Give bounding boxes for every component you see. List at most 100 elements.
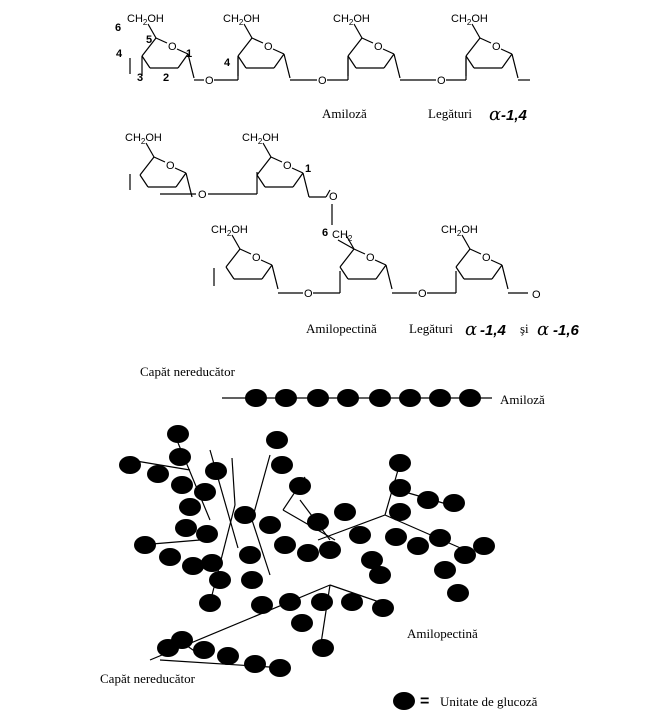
amylose-chain-label: Amiloză xyxy=(500,392,545,407)
bridge-oxygen-atom: O xyxy=(304,288,313,300)
glucose-unit xyxy=(239,546,261,564)
ring-bond xyxy=(261,264,273,280)
ring-bond xyxy=(237,55,247,69)
ch2oh-group-label: CH2OH xyxy=(242,132,279,146)
ring-bond xyxy=(455,266,465,280)
non-reducing-end-label-top: Capăt nereducător xyxy=(140,364,236,379)
ring-bond xyxy=(139,156,155,176)
glucose-ring: O xyxy=(141,23,189,69)
carbon-number-3: 3 xyxy=(137,72,143,84)
glucose-unit xyxy=(159,548,181,566)
amylopectin-branched-tree xyxy=(119,425,495,677)
glucose-unit xyxy=(291,614,313,632)
ch2oh-group-label: CH2OH xyxy=(125,132,162,146)
branch-line xyxy=(251,454,271,521)
glucose-unit xyxy=(157,639,179,657)
glucose-unit xyxy=(179,498,201,516)
glucose-unit xyxy=(389,479,411,497)
ring-bond xyxy=(339,248,355,268)
ring-bond xyxy=(251,37,264,44)
ring-bond xyxy=(347,55,357,69)
glucose-unit xyxy=(337,389,359,407)
ring-bond xyxy=(139,174,149,188)
glucose-unit xyxy=(443,494,465,512)
glucose-unit xyxy=(119,456,141,474)
glycosidic-bond xyxy=(385,264,393,290)
carbon-number-2: 2 xyxy=(163,72,169,84)
ring-bond xyxy=(155,37,168,44)
glucose-unit xyxy=(169,448,191,466)
glucose-unit xyxy=(209,571,231,589)
ch2oh-group-label: CH2OH xyxy=(451,13,488,27)
glucose-unit xyxy=(193,641,215,659)
glucose-unit xyxy=(385,528,407,546)
substituent-bond xyxy=(145,142,155,158)
ring-bond xyxy=(455,248,471,268)
ring-bond xyxy=(469,248,482,255)
glucose-unit xyxy=(147,465,169,483)
amylose-structure-label: Amiloză xyxy=(322,106,367,121)
ring-bond xyxy=(256,156,272,176)
terminal-oxygen-atom: O xyxy=(532,289,541,301)
ring-oxygen-atom: O xyxy=(166,160,175,172)
ring-bond xyxy=(270,156,283,163)
ring-bond xyxy=(176,48,189,55)
ring-bond xyxy=(273,53,285,69)
glucose-unit xyxy=(196,525,218,543)
glucose-unit xyxy=(205,462,227,480)
ring-oxygen-atom: O xyxy=(252,252,261,264)
glucose-unit xyxy=(319,541,341,559)
ring-oxygen-atom: O xyxy=(168,41,177,53)
glycosidic-bond xyxy=(271,264,279,290)
bond-14-label-2: -1,4 xyxy=(480,322,507,339)
ring-bond xyxy=(501,53,513,69)
ring-bond xyxy=(177,53,189,69)
bridge-oxygen-atom: O xyxy=(418,288,427,300)
glucose-unit xyxy=(297,544,319,562)
glucose-unit xyxy=(312,639,334,657)
bond-16-label: -1,6 xyxy=(553,322,580,339)
glucose-unit xyxy=(389,503,411,521)
substituent-bond xyxy=(147,23,157,39)
carbon-number-6-branch: 6 xyxy=(322,227,328,239)
conjunction-label: şi xyxy=(520,321,529,336)
ring-bond xyxy=(374,259,387,266)
glucose-unit xyxy=(334,503,356,521)
substituent-bond xyxy=(262,142,272,158)
bridge-oxygen-atom: O xyxy=(205,75,214,87)
ring-oxygen-atom: O xyxy=(492,41,501,53)
glucose-ring: O xyxy=(339,234,387,280)
glucose-unit xyxy=(447,584,469,602)
ring-bond xyxy=(174,167,187,174)
glucose-unit xyxy=(434,561,456,579)
glucose-unit xyxy=(244,655,266,673)
substituent-bond xyxy=(471,23,481,39)
amylopectin-tree-label: Amilopectină xyxy=(407,626,478,641)
legend-equals-sign: = xyxy=(420,693,429,710)
glucose-unit xyxy=(167,425,189,443)
glucose-unit xyxy=(307,389,329,407)
ring-oxygen-atom: O xyxy=(283,160,292,172)
ring-bond xyxy=(153,156,166,163)
glucose-unit xyxy=(349,526,371,544)
legend-glucose-unit-marker xyxy=(393,692,415,710)
ring-bond xyxy=(175,172,187,188)
glucose-unit xyxy=(245,389,267,407)
carbon-number-5: 5 xyxy=(146,34,152,46)
substituent-bond xyxy=(243,23,253,39)
ch2-group-label: CH2 xyxy=(332,229,353,243)
glucose-ring: O xyxy=(465,23,513,69)
non-reducing-end-label-bottom: Capăt nereducător xyxy=(100,671,196,686)
glucose-unit xyxy=(234,506,256,524)
ring-bond xyxy=(225,266,235,280)
glucose-unit xyxy=(369,389,391,407)
alpha-symbol: α xyxy=(489,104,501,125)
glycosidic-bond xyxy=(511,53,519,79)
branch-line xyxy=(231,457,236,506)
ring-oxygen-atom: O xyxy=(264,41,273,53)
glucose-ring: O xyxy=(256,142,304,188)
glucose-unit xyxy=(369,566,391,584)
glucose-ring: O xyxy=(237,23,285,69)
